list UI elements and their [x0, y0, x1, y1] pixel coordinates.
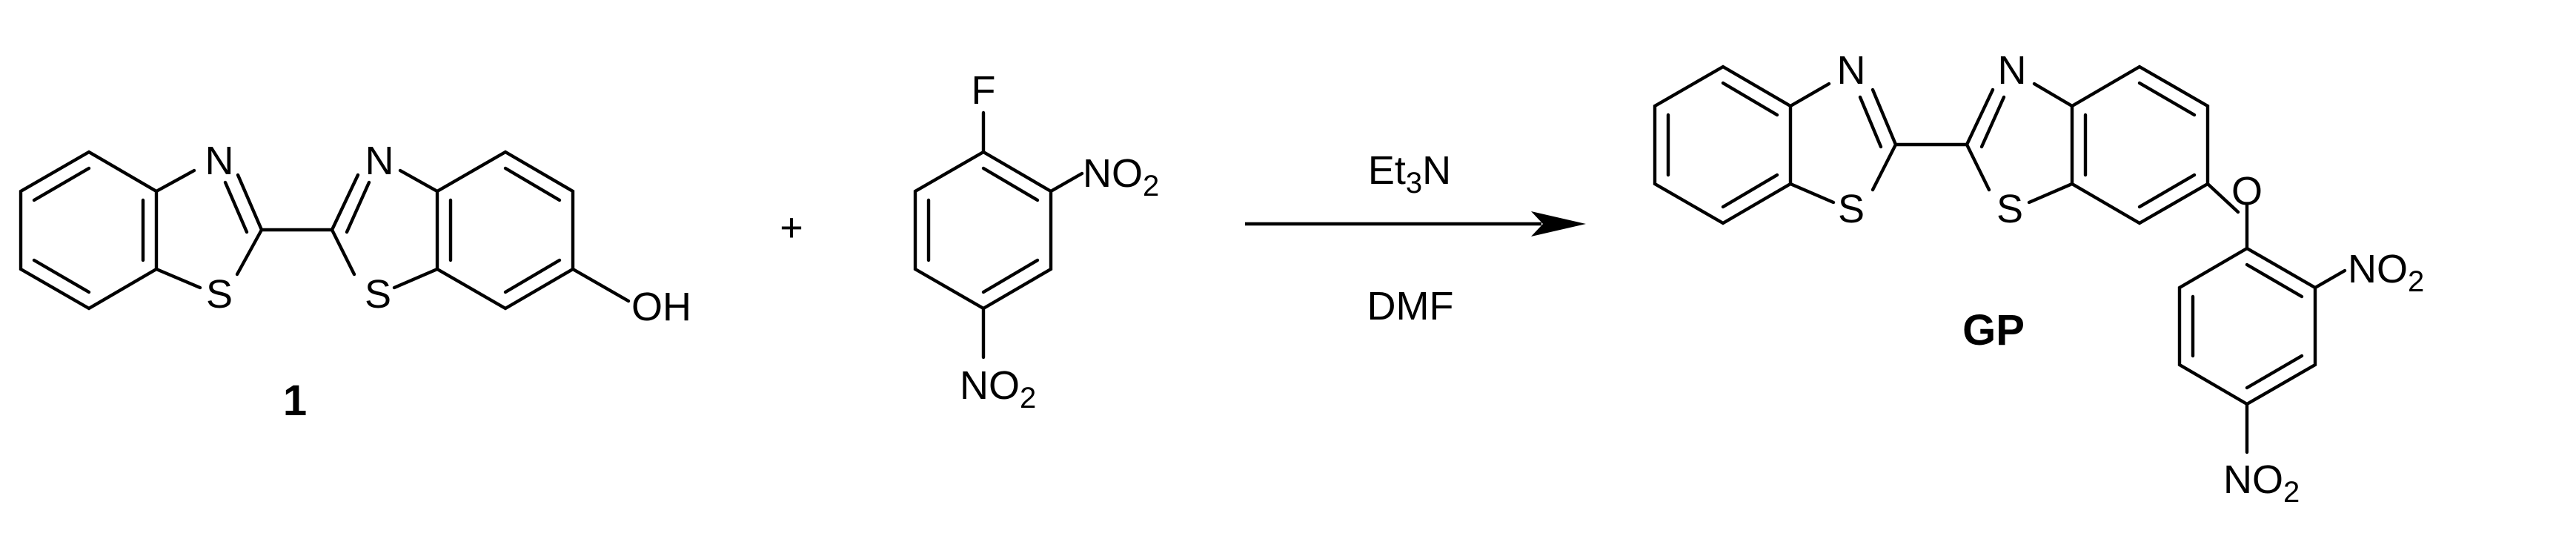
reaction-arrow	[1245, 211, 1586, 237]
product-gp-structure: N S N S O NO2 NO2	[1653, 48, 2424, 509]
hydroxyl-bond	[571, 267, 631, 303]
nitrogen-label: N	[1837, 48, 1866, 93]
hydroxyl-label: OH	[631, 285, 691, 329]
thiazole-ring	[154, 168, 264, 290]
ether-bond	[2205, 182, 2240, 214]
benzene-ring	[1653, 65, 1793, 225]
nitrogen-label: N	[1998, 48, 2027, 93]
thiazole-ring	[1788, 82, 1898, 205]
solvent-label: DMF	[1367, 284, 1454, 328]
thiazole-ring	[1965, 82, 2074, 205]
sulfur-label: S	[365, 272, 391, 317]
nitro-group-label: NO2	[2223, 457, 2300, 509]
sulfur-label: S	[1996, 187, 2023, 231]
ether-oxygen-label: O	[2231, 169, 2263, 214]
benzene-ring	[435, 150, 575, 311]
benzene-ring	[2177, 246, 2317, 406]
compound-1-label: 1	[283, 377, 307, 425]
sulfur-label: S	[206, 272, 233, 317]
nitro-bond	[1049, 171, 1084, 194]
fluorine-label: F	[972, 68, 996, 113]
nitro-group-label: NO2	[1083, 151, 1159, 202]
base-reagent-label: Et3N	[1368, 148, 1451, 199]
dinitrofluorobenzene-structure: F NO2 NO2	[913, 68, 1159, 414]
nitro-group-label: NO2	[960, 363, 1036, 414]
product-label: GP	[1962, 306, 2025, 354]
benzene-ring	[913, 150, 1053, 311]
plus-sign: +	[780, 205, 803, 250]
sulfur-label: S	[1838, 187, 1865, 231]
benzene-ring	[19, 150, 159, 311]
nitrogen-label: N	[365, 139, 394, 183]
nitro-bond	[2313, 268, 2347, 290]
compound-1-structure: N S N S OH	[19, 139, 691, 329]
nitro-group-label: NO2	[2348, 247, 2424, 298]
benzene-ring	[2070, 65, 2210, 225]
nitrogen-label: N	[205, 139, 234, 183]
thiazole-ring	[330, 168, 439, 290]
